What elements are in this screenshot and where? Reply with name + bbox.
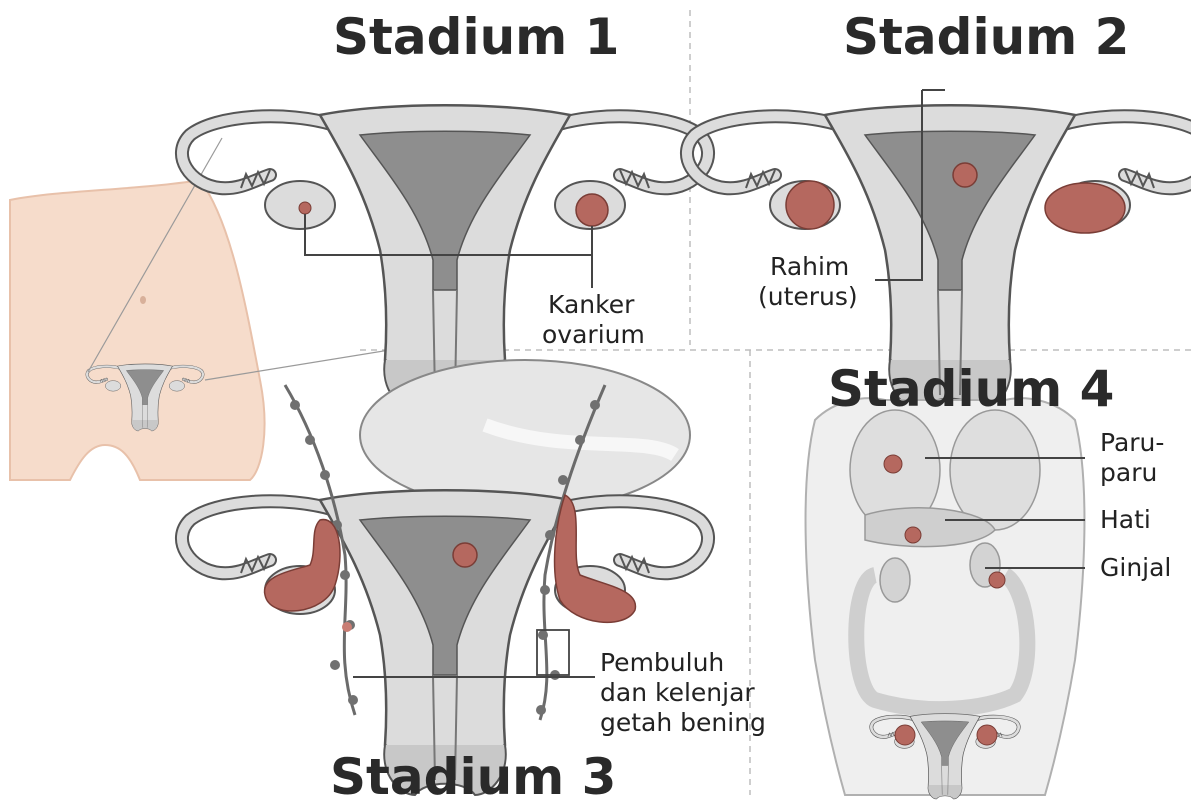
label-kanker-ovarium-line2: ovarium [542,320,645,350]
label-pembuluh-line1: Pembuluh [600,648,724,678]
label-pembuluh-line3: getah bening [600,708,766,738]
stage2-title: Stadium 2 [843,8,1129,66]
stage4-title: Stadium 4 [828,360,1114,418]
stage4-body-illustration [806,398,1085,799]
label-hati: Hati [1100,505,1151,535]
label-paru-line1: Paru- [1100,428,1164,458]
label-rahim-line2: (uterus) [758,282,858,312]
label-pembuluh-line2: dan kelenjar [600,678,755,708]
label-ginjal: Ginjal [1100,553,1171,583]
stage1-uterus-illustration [182,105,708,410]
label-kanker-ovarium-line1: Kanker [548,290,634,320]
label-paru-line2: paru [1100,458,1157,488]
stage3-title: Stadium 3 [330,748,616,806]
label-rahim-line1: Rahim [770,252,849,282]
stage1-title: Stadium 1 [333,8,619,66]
